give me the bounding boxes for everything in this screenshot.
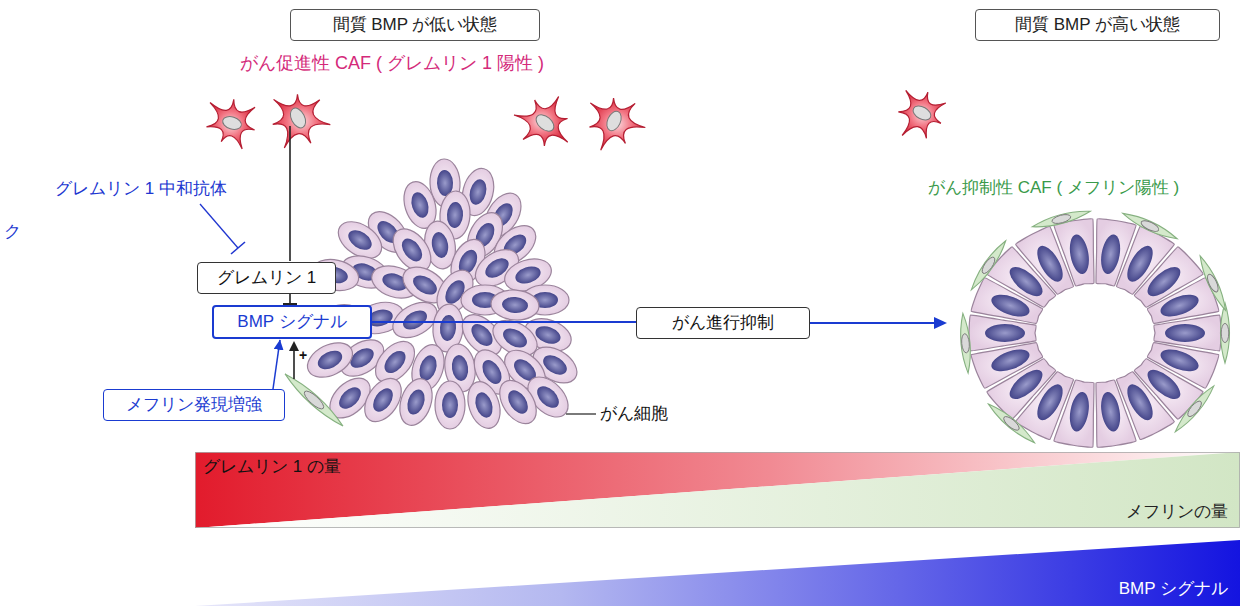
promoting-caf xyxy=(589,98,645,150)
promoting-caf xyxy=(273,94,331,148)
outcome-line xyxy=(810,322,936,324)
connector xyxy=(289,294,291,304)
antibody-label: グレムリン 1 中和抗体 xyxy=(55,178,227,200)
arrow-head xyxy=(934,317,947,329)
node-text: 間質 BMP が高い状態 xyxy=(988,13,1207,37)
promote-line xyxy=(293,350,295,379)
caf-title: がん促進性 CAF ( グレムリン 1 陽性 ) xyxy=(240,52,544,75)
cancer-cell xyxy=(302,336,358,384)
suppressive-caf xyxy=(958,313,972,374)
caf-nucleus xyxy=(221,114,243,131)
promoting-caf xyxy=(206,99,255,149)
inhibition-bar xyxy=(231,242,245,254)
arrow-head xyxy=(289,341,299,351)
secretion-line xyxy=(289,126,291,261)
node-text: メフリンの量 xyxy=(1126,501,1228,523)
suppressive-caf xyxy=(1196,254,1230,312)
cell-label: がん細胞 xyxy=(600,403,668,425)
connector xyxy=(372,321,636,323)
suppressive-caf xyxy=(968,238,1010,292)
cut-text: ク xyxy=(4,221,21,243)
cancer-cell xyxy=(490,288,540,322)
gland-ring xyxy=(958,207,1229,447)
connector xyxy=(273,340,280,389)
amount-band: グレムリン 1 の量メフリンの量 xyxy=(195,452,1240,528)
cell-nucleus xyxy=(1098,391,1123,434)
amount-wedge xyxy=(195,452,1240,528)
node-text: メフリン発現増強 xyxy=(116,393,272,417)
suppressive-caf xyxy=(1221,303,1230,363)
effect-box: メフリン発現増強 xyxy=(103,389,285,421)
node-text: BMP シグナル xyxy=(1119,578,1228,600)
caf-nucleus xyxy=(604,109,624,133)
cell-nucleus xyxy=(985,324,1025,342)
label-leader xyxy=(566,413,596,414)
caf-nucleus xyxy=(533,112,557,135)
cancer-cluster xyxy=(302,158,583,432)
node-text: BMP シグナル xyxy=(226,310,358,334)
band-shape xyxy=(195,452,1240,528)
suppressive-caf xyxy=(1121,209,1179,243)
cell-nucleus xyxy=(1067,233,1092,276)
cancer-cell xyxy=(394,374,438,429)
state-box: 間質 BMP が高い状態 xyxy=(975,9,1220,41)
gland-cell xyxy=(1054,219,1094,286)
promoting-caf xyxy=(514,97,568,146)
cell-nucleus xyxy=(989,345,1033,376)
cell-nucleus xyxy=(1158,290,1202,321)
gland-cell xyxy=(1096,380,1136,447)
cell-nucleus xyxy=(1067,391,1092,434)
signal-band: BMP シグナル xyxy=(195,540,1240,606)
suppressive-caf xyxy=(986,401,1038,446)
antibody-leader xyxy=(200,204,238,248)
signal-box: BMP シグナル xyxy=(212,305,372,339)
suppressive-caf xyxy=(282,370,347,430)
node-text: 間質 BMP が低い状態 xyxy=(303,13,527,37)
band-shape xyxy=(195,540,1240,606)
amount-wedge xyxy=(195,452,1240,528)
plus-sign: + xyxy=(299,346,307,364)
caf-title: がん抑制性 CAF ( メフリン陽性 ) xyxy=(928,177,1179,199)
cancer-cell xyxy=(435,381,465,429)
node-text: グレムリン 1 xyxy=(210,266,323,290)
state-box: 間質 BMP が低い状態 xyxy=(290,9,540,41)
signal-wedge xyxy=(195,540,1240,606)
node-text: がん進行抑制 xyxy=(649,311,797,335)
band-outline xyxy=(196,453,1240,528)
cancer-cell xyxy=(492,374,544,431)
promoting-caf xyxy=(898,90,945,138)
factor-box: グレムリン 1 xyxy=(197,262,336,294)
cell-nucleus xyxy=(1098,233,1123,276)
cell-nucleus xyxy=(1165,324,1205,342)
suppressive-caf xyxy=(1031,207,1091,231)
cancer-cell xyxy=(462,378,505,433)
caf-nucleus xyxy=(911,103,934,123)
suppressive-caf xyxy=(1172,383,1217,435)
node-text: グレムリン 1 の量 xyxy=(203,456,341,478)
promoting-caf-group xyxy=(206,90,945,150)
outcome-box: がん進行抑制 xyxy=(636,307,810,339)
